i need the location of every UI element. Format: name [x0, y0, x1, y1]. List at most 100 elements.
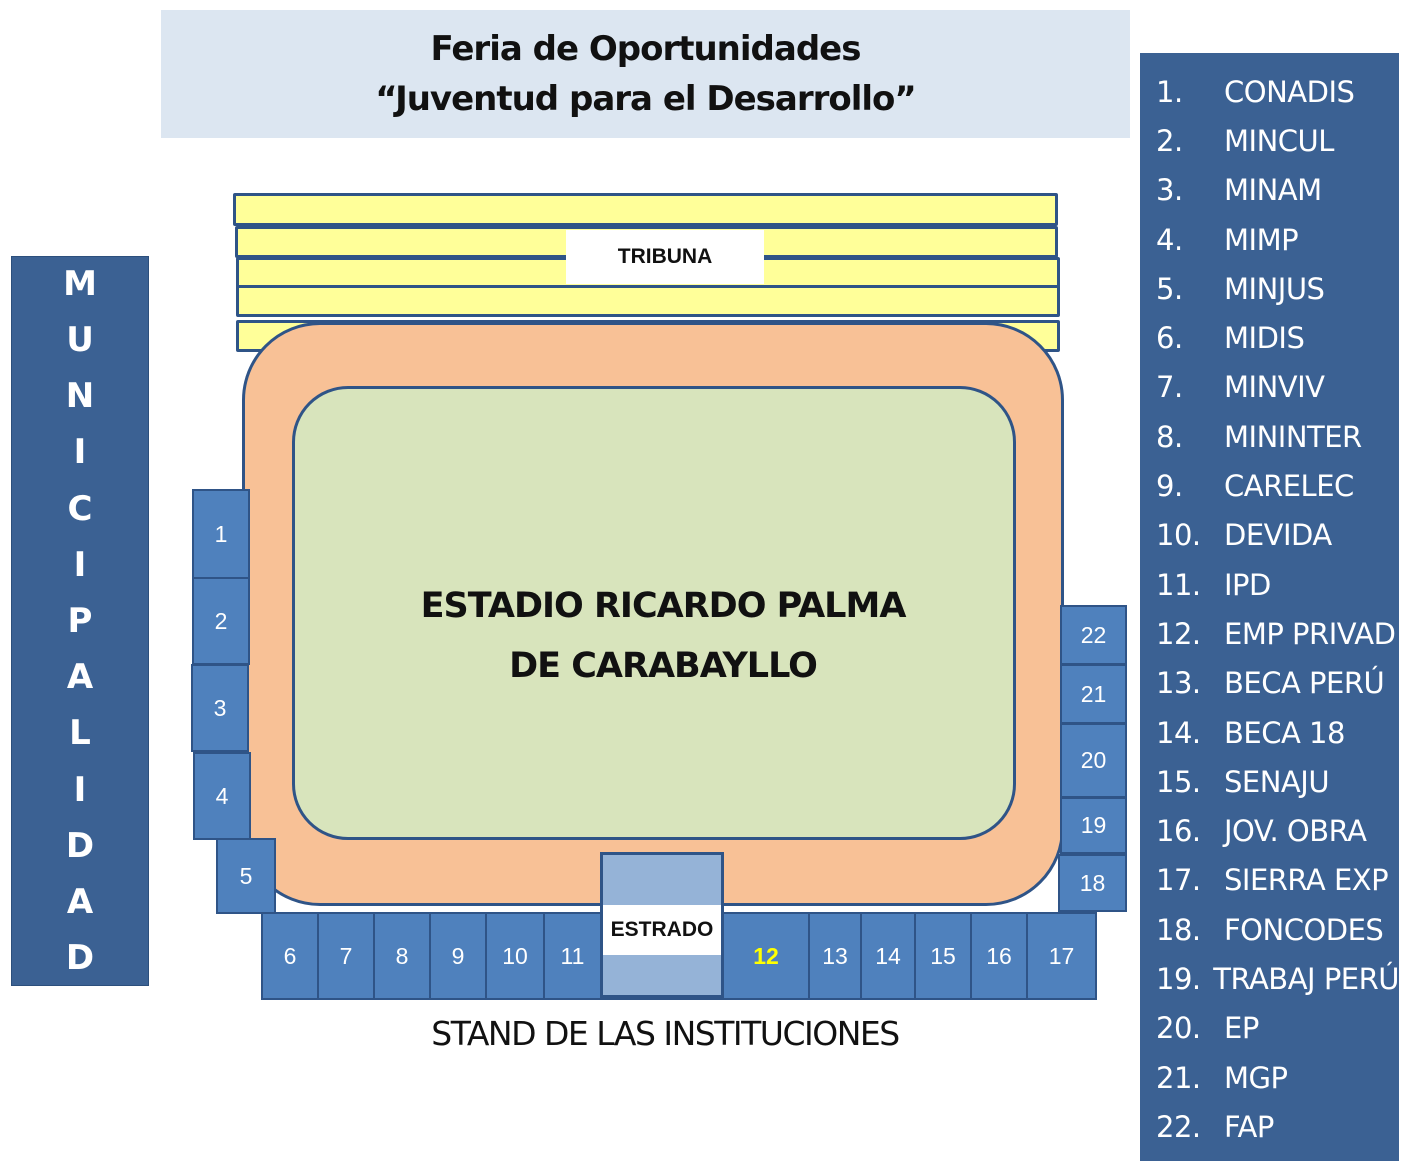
legend-name: MININTER — [1224, 419, 1362, 454]
legend-name: MINJUS — [1224, 271, 1325, 306]
legend-number: 19. — [1156, 961, 1201, 996]
legend-item: 3.MINAM — [1140, 166, 1399, 215]
stand-17[interactable]: 17 — [1026, 912, 1097, 1000]
legend-name: MIMP — [1224, 222, 1299, 257]
legend-item: 14. BECA 18 — [1140, 708, 1399, 757]
legend-name: EMP PRIVAD — [1224, 616, 1396, 651]
legend-number: 2. — [1156, 123, 1183, 158]
stand-15[interactable]: 15 — [914, 912, 972, 1000]
legend-item: 18.FONCODES — [1140, 905, 1399, 954]
legend-number: 21. — [1156, 1060, 1201, 1095]
legend-number: 7. — [1156, 370, 1183, 405]
stand-4[interactable]: 4 — [193, 752, 251, 840]
legend-item: 6. MIDIS — [1140, 313, 1399, 362]
legend-item: 1.CONADIS — [1140, 67, 1399, 116]
stand-7[interactable]: 7 — [317, 912, 375, 1000]
stand-21[interactable]: 21 — [1060, 664, 1127, 724]
municipalidad-letter: C — [67, 488, 93, 529]
legend-number: 10. — [1156, 518, 1201, 553]
municipalidad-panel: M U N I C I P A L I D A D — [11, 256, 149, 986]
legend-item: 2. MINCUL — [1140, 116, 1399, 165]
stand-10[interactable]: 10 — [485, 912, 545, 1000]
stand-8[interactable]: 8 — [373, 912, 431, 1000]
legend-name: IPD — [1224, 567, 1271, 602]
legend-name: CARELEC — [1224, 469, 1354, 504]
municipalidad-letter: D — [65, 938, 95, 979]
stadium-name-line-1: ESTADIO RICARDO PALMA — [420, 586, 907, 626]
legend-number: 4. — [1156, 222, 1183, 257]
legend-number: 12. — [1156, 616, 1201, 651]
stand-20[interactable]: 20 — [1060, 723, 1127, 798]
municipalidad-letter: I — [73, 432, 87, 473]
legend-panel: 1.CONADIS 2. MINCUL 3.MINAM 4. MIMP 5. MINJ… — [1140, 53, 1399, 1161]
legend-name: BECA 18 — [1224, 715, 1345, 750]
legend-item: 9. CARELEC — [1140, 461, 1399, 510]
stadium-name: ESTADIO RICARDO PALMA DE CARABAYLLO — [292, 576, 1034, 696]
legend-item: 5. MINJUS — [1140, 264, 1399, 313]
legend-item: 13. BECA PERÚ — [1140, 659, 1399, 708]
stand-11[interactable]: 11 — [543, 912, 602, 1000]
legend-number: 20. — [1156, 1011, 1201, 1046]
title-banner: Feria de Oportunidades “Juventud para el… — [161, 10, 1130, 138]
legend-number: 3. — [1156, 173, 1183, 208]
municipalidad-letter: I — [73, 544, 87, 585]
stand-19[interactable]: 19 — [1060, 797, 1127, 854]
legend-name: TRABAJ PERÚ — [1213, 961, 1399, 996]
football-field — [292, 386, 1016, 840]
stand-16[interactable]: 16 — [970, 912, 1028, 1000]
legend-name: EP — [1224, 1011, 1259, 1046]
tribuna-label: TRIBUNA — [566, 230, 764, 284]
municipalidad-letter: P — [67, 600, 93, 641]
legend-number: 15. — [1156, 764, 1201, 799]
legend-name: JOV. OBRA — [1224, 814, 1367, 849]
legend-name: FAP — [1224, 1109, 1274, 1144]
stand-2[interactable]: 2 — [192, 577, 250, 665]
legend-name: SIERRA EXP — [1224, 863, 1389, 898]
legend-number: 14. — [1156, 715, 1201, 750]
stands-caption: STAND DE LAS INSTITUCIONES — [431, 1014, 900, 1053]
legend-number: 13. — [1156, 666, 1201, 701]
municipalidad-letter: M — [63, 263, 97, 304]
stand-18[interactable]: 18 — [1058, 854, 1127, 912]
stand-13[interactable]: 13 — [808, 912, 862, 1000]
legend-number: 17. — [1156, 863, 1201, 898]
municipalidad-letter: A — [66, 657, 94, 698]
legend-name: DEVIDA — [1224, 518, 1332, 553]
municipalidad-letter: A — [66, 881, 94, 922]
legend-number: 5. — [1156, 271, 1183, 306]
legend-name: MGP — [1224, 1060, 1288, 1095]
legend-name: MINVIV — [1224, 370, 1325, 405]
stand-1[interactable]: 1 — [192, 489, 250, 579]
legend-number: 8. — [1156, 419, 1183, 454]
legend-name: SENAJU — [1224, 764, 1330, 799]
municipalidad-letter: D — [65, 825, 95, 866]
legend-number: 16. — [1156, 814, 1201, 849]
legend-number: 22. — [1156, 1109, 1201, 1144]
municipalidad-letter: L — [69, 713, 91, 754]
stand-6[interactable]: 6 — [261, 912, 319, 1000]
municipalidad-letter: N — [65, 376, 95, 417]
legend-item: 20. EP — [1140, 1004, 1399, 1053]
legend-item: 10. DEVIDA — [1140, 511, 1399, 560]
municipalidad-letter: U — [66, 319, 94, 360]
stand-22[interactable]: 22 — [1060, 605, 1127, 665]
legend-item: 15. SENAJU — [1140, 757, 1399, 806]
legend-name: CONADIS — [1224, 74, 1355, 109]
legend-name: MINCUL — [1224, 123, 1334, 158]
legend-item: 19. TRABAJ PERÚ — [1140, 954, 1399, 1003]
stand-14[interactable]: 14 — [860, 912, 916, 1000]
stand-5[interactable]: 5 — [216, 838, 276, 914]
stand-12-highlighted[interactable]: 12 — [722, 912, 810, 1000]
stadium-name-line-2: DE CARABAYLLO — [509, 646, 818, 686]
legend-number: 6. — [1156, 321, 1183, 356]
legend-name: MIDIS — [1224, 321, 1305, 356]
legend-item: 17. SIERRA EXP — [1140, 856, 1399, 905]
legend-name: BECA PERÚ — [1224, 666, 1385, 701]
legend-name: FONCODES — [1224, 912, 1384, 947]
legend-item: 12. EMP PRIVAD — [1140, 609, 1399, 658]
legend-item: 16. JOV. OBRA — [1140, 806, 1399, 855]
title-line-2: “Juventud para el Desarrollo” — [375, 79, 916, 119]
stand-9[interactable]: 9 — [429, 912, 487, 1000]
stand-3[interactable]: 3 — [191, 664, 249, 752]
legend-number: 9. — [1156, 469, 1183, 504]
